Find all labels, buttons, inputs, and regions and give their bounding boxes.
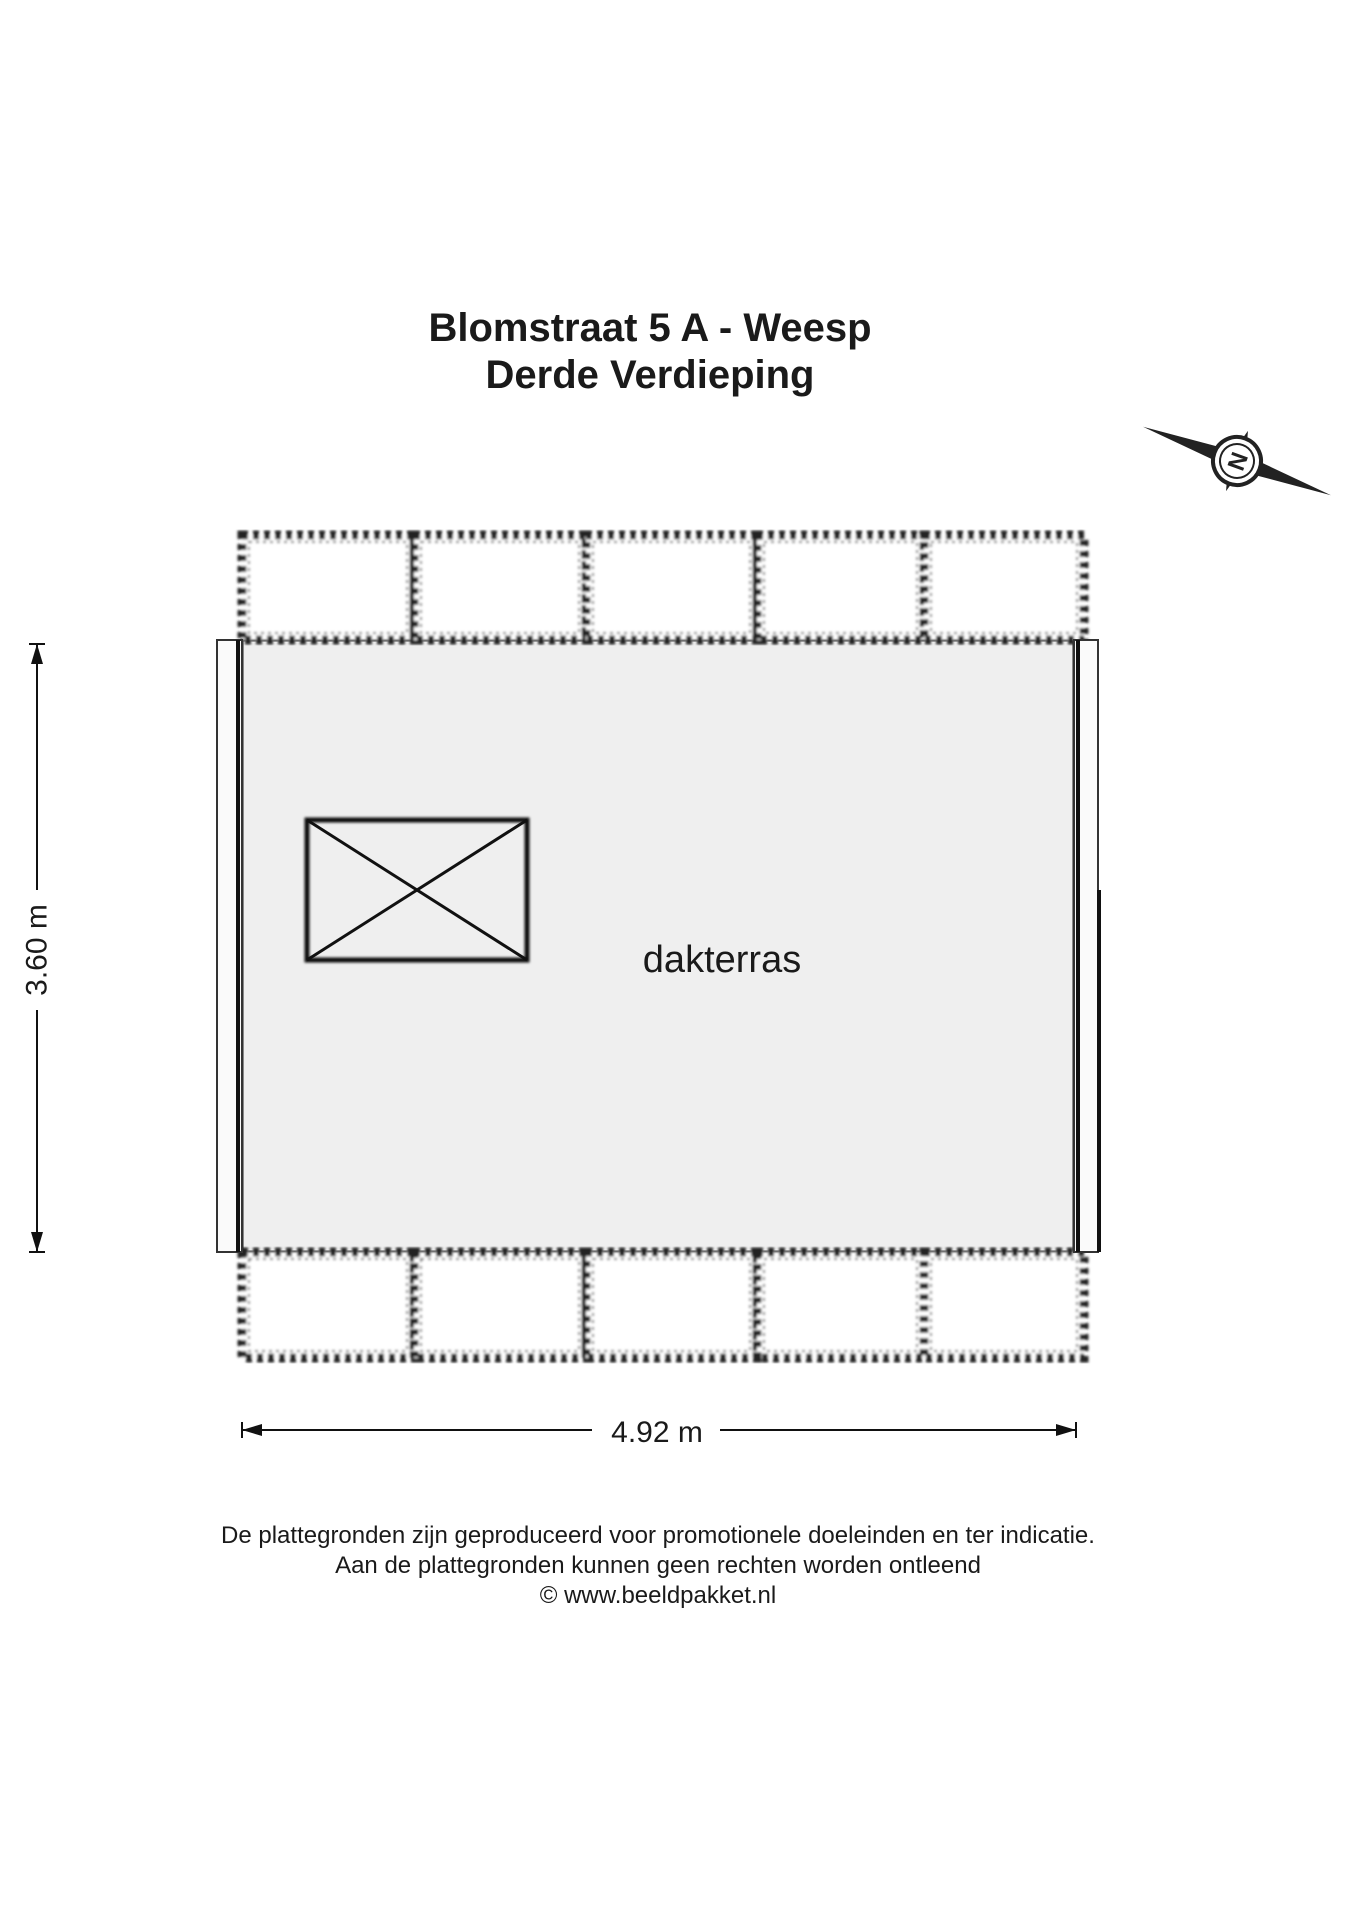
- top-planter-1: [237, 530, 419, 645]
- bottom-planter-5: [919, 1247, 1089, 1363]
- bottom-planter-inner-5: [930, 1258, 1078, 1352]
- bottom-planter-3: [581, 1247, 762, 1363]
- width-dimension: 4.92 m: [241, 1416, 1077, 1449]
- bottom-planter-2: [409, 1247, 591, 1363]
- width-dimension-label: 4.92 m: [611, 1416, 703, 1449]
- disclaimer-line-1: De plattegronden zijn geproduceerd voor …: [221, 1522, 1095, 1549]
- bottom-planter-inner-2: [420, 1258, 580, 1352]
- top-planter-inner-3: [592, 541, 751, 634]
- copyright-line: © www.beeldpakket.nl: [539, 1582, 777, 1609]
- bottom-planter-row: [237, 1247, 1089, 1363]
- compass: N: [1143, 426, 1331, 496]
- height-dimension-label: 3.60 m: [21, 904, 54, 996]
- terrace-area: [240, 638, 1076, 1254]
- bottom-planter-1: [237, 1247, 419, 1363]
- bottom-planter-4: [752, 1247, 929, 1363]
- height-dimension: 3.60 m: [21, 643, 54, 1253]
- top-planter-2: [409, 530, 591, 645]
- top-planter-4: [752, 530, 929, 645]
- bottom-planter-inner-4: [763, 1258, 918, 1352]
- top-planter-inner-4: [763, 541, 918, 634]
- bottom-planter-inner-1: [248, 1258, 408, 1352]
- room-label-dakterras: dakterras: [643, 939, 801, 981]
- top-planter-5: [919, 530, 1089, 645]
- top-planter-inner-1: [248, 541, 408, 634]
- plan-address-title: Blomstraat 5 A - Weesp: [428, 306, 872, 350]
- plan-floor-title: Derde Verdieping: [485, 353, 815, 397]
- disclaimer-line-2: Aan de plattegronden kunnen geen rechten…: [335, 1552, 981, 1579]
- top-planter-row: [237, 530, 1089, 645]
- left-parapet: [216, 639, 243, 1253]
- roof-hatch: [304, 817, 530, 963]
- right-parapet: [1073, 639, 1101, 1253]
- top-planter-inner-5: [930, 541, 1078, 634]
- top-planter-inner-2: [420, 541, 580, 634]
- north-arrow-icon: [1143, 426, 1331, 496]
- top-planter-3: [581, 530, 762, 645]
- bottom-planter-inner-3: [592, 1258, 751, 1352]
